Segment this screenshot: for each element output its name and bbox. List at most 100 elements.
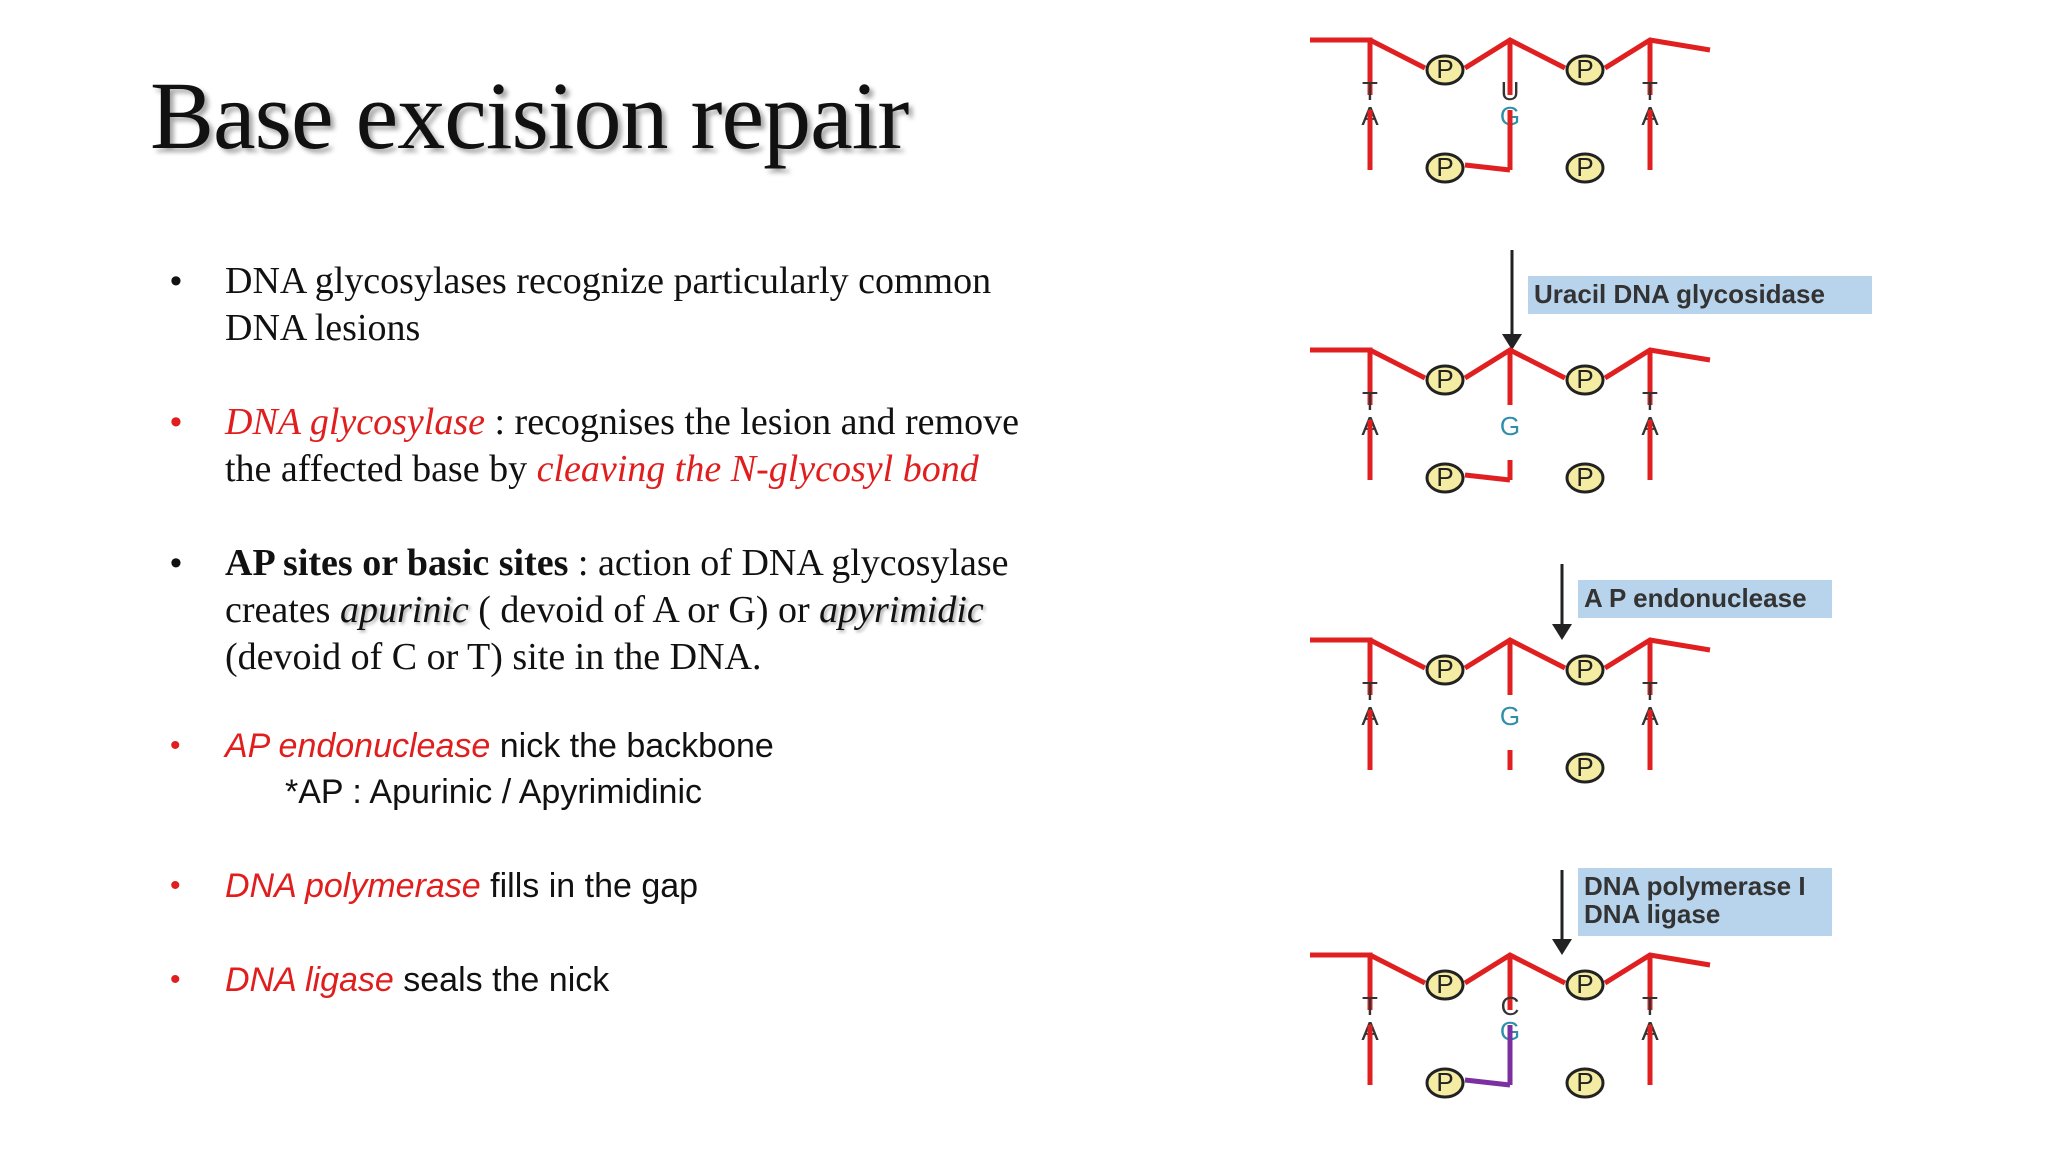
arrow-head-icon [1502,334,1522,350]
term-apurinic: apurinic [339,589,469,631]
enzyme-label-box [1528,276,1872,314]
bullet-ap-sites: • AP sites or basic sites : action of DN… [170,540,1070,681]
bottom-base-T: T [1362,991,1378,1021]
term-apyrimidic: apyrimidic [819,589,984,631]
bottom-strand-backbone [1370,475,1425,480]
bottom-strand-repaired-segment [1464,472,1511,483]
bottom-base-T: T [1362,676,1378,706]
bullet-ap-endonuclease: • AP endonuclease nick the backbone *AP … [170,723,1070,815]
phosphate-label: P [1436,54,1453,84]
phosphate-icon [1425,462,1465,494]
bottom-strand-backbone [1650,145,1710,160]
bottom-base-T: T [1362,386,1378,416]
bullet-text: : action of DNA glycosylase creates [225,542,1009,631]
phosphate-icon [1565,1067,1605,1099]
bottom-strand-backbone [1605,165,1650,170]
bottom-strand-backbone [1650,1060,1710,1075]
enzyme-label: DNA ligase [1584,899,1720,929]
bullet-dot: • [170,544,182,582]
bullet-text: ( devoid of A or G) or [468,589,820,631]
arrow-head-icon [1552,624,1572,640]
emphasis-cleaving: cleaving the N-glycosyl bond [536,448,979,490]
term-dna-ligase: DNA ligase [225,961,394,999]
phosphate-label: P [1576,54,1593,84]
bottom-strand-repaired-segment [1464,1077,1511,1088]
bullet-dot: • [170,963,181,996]
phosphate-icon [1565,752,1605,784]
phosphate-icon [1425,54,1465,86]
bottom-strand-backbone [1605,1080,1650,1085]
bullet-dot: • [170,262,182,300]
enzyme-label: A P endonuclease [1584,583,1807,613]
bullet-text: (devoid of C or T) site in the DNA. [225,636,762,678]
phosphate-label: P [1576,364,1593,394]
phosphate-label: P [1576,752,1593,782]
bullet-dot: • [170,869,181,902]
bottom-base-T: T [1642,386,1658,416]
phosphate-label: P [1436,152,1453,182]
phosphate-label: P [1436,462,1453,492]
ap-footnote: *AP : Apurinic / Apyrimidinic [285,773,702,811]
phosphate-icon [1425,1067,1465,1099]
top-base-G: G [1500,701,1520,731]
phosphate-icon [1565,654,1605,686]
phosphate-icon [1565,152,1605,184]
bullet-dna-glycosylase: • DNA glycosylase : recognises the lesio… [170,399,1070,493]
bottom-strand-backbone [1370,135,1425,145]
bottom-strand-backbone [1650,455,1710,470]
bottom-strand-repaired-segment [1464,162,1511,173]
bullet-dot: • [170,403,182,441]
phosphate-label: P [1576,969,1593,999]
base-excision-repair-diagram: AGAPPTUTPPUracil DNA glycosidaseAGAPPTTP… [1300,30,1980,1150]
enzyme-label-box [1578,580,1832,618]
phosphate-label: P [1436,969,1453,999]
term-dna-polymerase: DNA polymerase [225,867,481,905]
term-ap-endonuclease: AP endonuclease [225,727,491,765]
bullet-dot: • [170,729,181,762]
phosphate-icon [1425,364,1465,396]
enzyme-label: Uracil DNA glycosidase [1534,279,1825,309]
term-dna-glycosylase: DNA glycosylase [225,401,485,443]
bottom-strand-backbone [1370,735,1425,745]
bottom-base-T: T [1362,76,1378,106]
top-base-G: G [1500,411,1520,441]
bullet-dna-ligase: • DNA ligase seals the nick [170,957,1070,1003]
bottom-strand-backbone [1605,765,1650,770]
bullet-text: DNA glycosylases recognize particularly … [225,260,992,349]
bullet-glycosylases-recognize: • DNA glycosylases recognize particularl… [170,258,1070,352]
bottom-strand-backbone [1510,475,1565,480]
bottom-base-T: T [1642,76,1658,106]
bottom-strand-backbone [1370,165,1425,170]
bottom-base-U: U [1501,76,1520,106]
phosphate-label: P [1436,654,1453,684]
bottom-strand-backbone [1510,1080,1565,1085]
phosphate-icon [1425,969,1465,1001]
bottom-strand-backbone [1510,165,1565,170]
bottom-strand-backbone [1510,765,1565,770]
bottom-base-T: T [1642,991,1658,1021]
phosphate-label: P [1576,152,1593,182]
phosphate-label: P [1436,1067,1453,1097]
bullet-text: fills in the gap [480,867,699,905]
bottom-strand-backbone [1370,1050,1425,1060]
phosphate-icon [1425,152,1465,184]
bottom-strand-backbone [1605,475,1650,480]
enzyme-label: DNA polymerase I [1584,871,1806,901]
phosphate-label: P [1576,654,1593,684]
bottom-strand-backbone [1370,445,1425,455]
slide-title: Base excision repair [150,62,909,169]
diagram-canvas: AGAPPTUTPPUracil DNA glycosidaseAGAPPTTP… [1310,37,1872,1099]
bottom-base-C: C [1501,991,1520,1021]
phosphate-icon [1425,654,1465,686]
bullet-dna-polymerase: • DNA polymerase fills in the gap [170,863,1070,909]
term-ap-sites: AP sites or basic sites [225,542,569,584]
bullet-list: • DNA glycosylases recognize particularl… [170,258,1070,1003]
phosphate-label: P [1436,364,1453,394]
arrow-head-icon [1552,939,1572,955]
phosphate-icon [1565,54,1605,86]
phosphate-icon [1565,462,1605,494]
bottom-strand-backbone [1650,745,1710,760]
phosphate-icon [1565,364,1605,396]
bullet-text: seals the nick [393,961,610,999]
phosphate-icon [1565,969,1605,1001]
